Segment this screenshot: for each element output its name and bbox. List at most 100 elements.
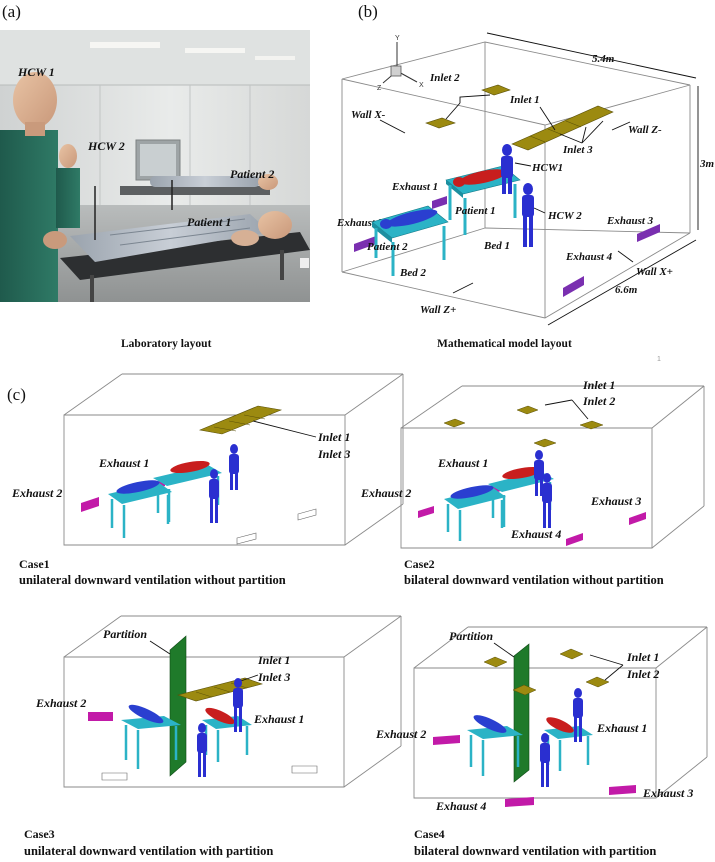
model-label-inlet2: Inlet 2	[429, 72, 460, 84]
case4-label-exhaust4: Exhaust 4	[435, 799, 486, 813]
case2-description: bilateral downward ventilation without p…	[404, 573, 664, 587]
case1-title: Case1	[19, 557, 50, 571]
panel-label-a: (a)	[2, 2, 21, 21]
case1-label-exhaust1: Exhaust 1	[98, 456, 149, 470]
exhaust-2-vent	[354, 236, 376, 252]
inlet-2-panel	[481, 84, 511, 96]
case1-label-exhaust2: Exhaust 2	[11, 486, 62, 500]
photo-label-patient2: Patient 2	[230, 167, 274, 181]
model-room-box	[341, 32, 699, 326]
exhaust-4-vent	[563, 276, 584, 297]
model-label-bed1: Bed 1	[483, 240, 510, 252]
case4-title: Case4	[414, 827, 445, 841]
case1-floor-vent-a	[236, 532, 257, 545]
case4-exhaust-2	[433, 735, 460, 745]
case4-partition	[513, 643, 530, 783]
model-label-patient2: Patient 2	[367, 241, 408, 253]
case3-inlet-strip	[176, 677, 264, 702]
case2-diagram	[400, 385, 705, 549]
model-label-wall-x-plus: Wall X+	[636, 266, 673, 278]
axis-triad	[382, 42, 418, 84]
case4-label-exhaust1: Exhaust 1	[596, 721, 647, 735]
case3-partition	[169, 635, 187, 777]
case2-exhaust-4	[566, 533, 583, 546]
case2-exhaust-2	[418, 506, 434, 518]
model-label-exhaust4: Exhaust 4	[565, 251, 613, 263]
photo-label-patient1: Patient 1	[187, 215, 231, 229]
case4-exhaust-3	[609, 785, 636, 795]
case3-title: Case3	[24, 827, 55, 841]
dim-width: 5.4m	[592, 53, 615, 65]
caption-laboratory-layout: Laboratory layout	[121, 338, 212, 350]
case3-floor-vent-b	[291, 765, 318, 774]
case4-label-exhaust3: Exhaust 3	[642, 786, 693, 800]
case4-inlet-a	[483, 656, 508, 668]
case2-label-inlet2: Inlet 2	[582, 394, 615, 408]
model-inlet-leaders	[379, 94, 634, 294]
model-label-wall-x-minus: Wall X-	[351, 109, 386, 121]
model-label-inlet3: Inlet 3	[562, 144, 593, 156]
model-patient-2	[380, 209, 438, 229]
page-mark: 1	[657, 356, 661, 363]
dim-height: 3m	[699, 158, 715, 170]
model-label-exhaust3: Exhaust 3	[606, 215, 654, 227]
case1-description: unilateral downward ventilation without …	[19, 573, 286, 587]
case2-inlet-b	[443, 418, 466, 428]
case1-inlet-strip	[198, 405, 283, 435]
case3-description: unilateral downward ventilation with par…	[24, 844, 273, 858]
photo-label-hcw2: HCW 2	[87, 139, 125, 153]
model-hcw-1	[501, 144, 513, 194]
case4-inlet-c	[559, 648, 584, 660]
model-inlets	[425, 84, 614, 151]
case2-label-exhaust1: Exhaust 1	[437, 456, 488, 470]
model-label-hcw2: HCW 2	[547, 210, 582, 222]
case3-exhaust-2	[88, 712, 113, 721]
case2-label-inlet1: Inlet 1	[582, 378, 615, 392]
case2-inlet-c	[579, 420, 604, 430]
case4-label-exhaust2: Exhaust 2	[375, 727, 426, 741]
case2-inlet-a	[516, 405, 539, 415]
case2-label-exhaust4: Exhaust 4	[510, 527, 561, 541]
model-label-bed2: Bed 2	[399, 267, 426, 279]
case3-diagram	[63, 615, 402, 788]
panel-label-c: (c)	[7, 385, 26, 404]
case4-label-partition: Partition	[449, 629, 493, 643]
case2-label-exhaust3: Exhaust 3	[590, 494, 641, 508]
axis-label-x: X	[419, 82, 424, 89]
axis-label-z: Z	[377, 85, 382, 92]
dim-depth: 6.6m	[615, 284, 638, 296]
model-patient-1	[453, 169, 507, 187]
case3-label-partition: Partition	[103, 627, 147, 641]
case3-label-exhaust1: Exhaust 1	[253, 712, 304, 726]
case1-diagram	[63, 373, 404, 546]
model-label-wall-z-minus: Wall Z-	[628, 124, 662, 136]
case1-exhaust-2	[81, 497, 99, 512]
case3-label-inlet3: Inlet 3	[257, 670, 290, 684]
case4-inlet-b	[512, 684, 537, 696]
case4-label-inlet2: Inlet 2	[626, 667, 659, 681]
model-label-hcw1: HCW1	[531, 162, 563, 174]
case4-inlet-d	[585, 676, 610, 688]
model-label-exhaust1: Exhaust 1	[391, 181, 438, 193]
model-hcw-2	[522, 183, 534, 247]
case1-label-inlet3: Inlet 3	[317, 447, 350, 461]
model-label-exhaust2: Exhaust 2	[336, 217, 384, 229]
case3-floor-vent-a	[101, 772, 128, 781]
model-label-wall-z-plus: Wall Z+	[420, 304, 456, 316]
case4-diagram	[413, 626, 708, 807]
laboratory-photo	[0, 30, 310, 302]
case2-title: Case2	[404, 557, 435, 571]
exhaust-3-vent	[637, 224, 660, 242]
case4-exhaust-4	[505, 797, 534, 807]
case1-floor-vent-b	[297, 508, 317, 521]
caption-model-layout: Mathematical model layout	[437, 338, 572, 350]
model-exhausts	[354, 196, 660, 297]
photo-label-hcw1: HCW 1	[17, 65, 55, 79]
model-label-patient1: Patient 1	[455, 205, 496, 217]
case4-description: bilateral downward ventilation with part…	[414, 844, 656, 858]
inlet-1-panel	[425, 117, 456, 129]
case2-exhaust-3	[629, 512, 646, 525]
case2-label-exhaust2: Exhaust 2	[360, 486, 411, 500]
case3-label-inlet1: Inlet 1	[257, 653, 290, 667]
